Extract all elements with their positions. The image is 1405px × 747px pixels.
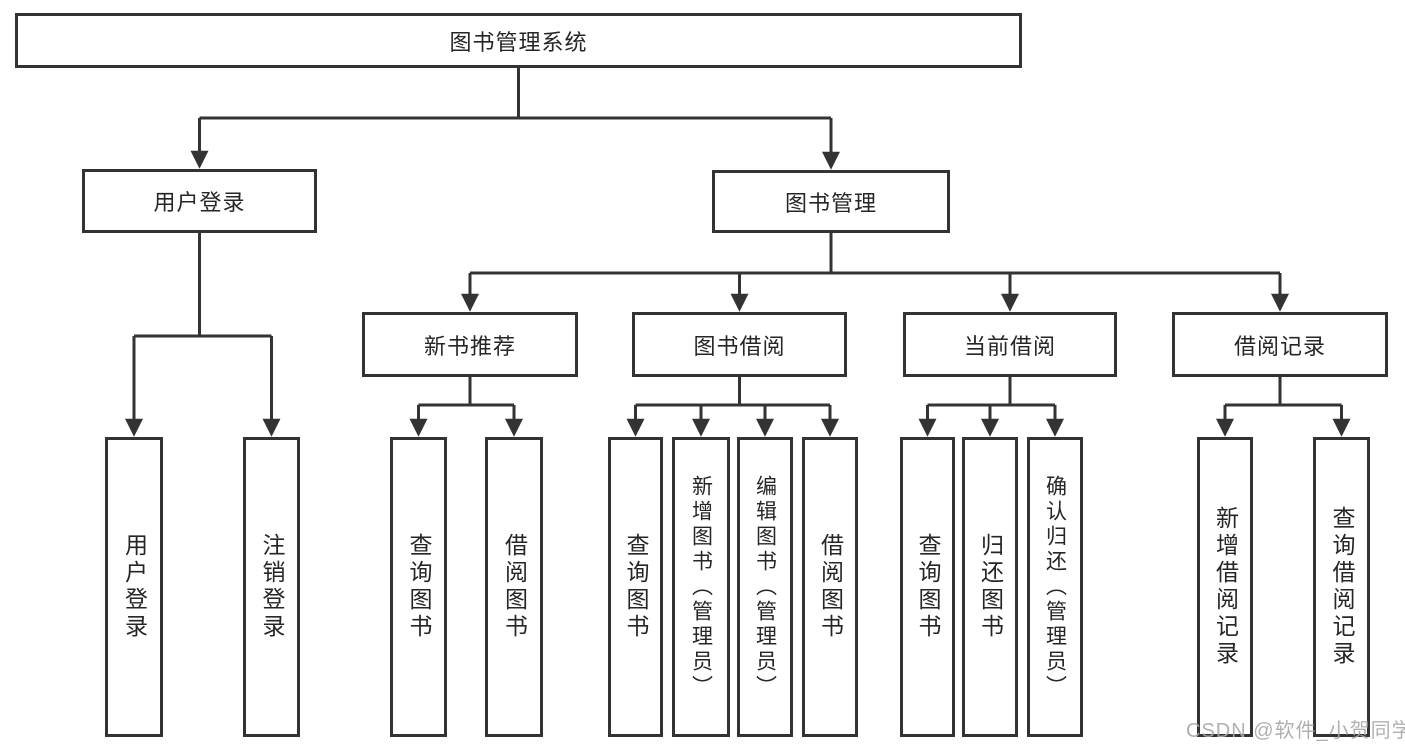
leaf-query-borrow-record: 查询借阅记录 bbox=[1313, 437, 1370, 737]
leaf-query-books: 查询图书 bbox=[390, 437, 447, 737]
leaf-borrow-books: 借阅图书 bbox=[802, 437, 858, 737]
leaf-logout: 注销登录 bbox=[243, 437, 300, 737]
leaf-borrow-books: 借阅图书 bbox=[485, 437, 543, 737]
leaf-confirm-return-admin: 确认归还（管理员） bbox=[1027, 437, 1083, 737]
node-book-management: 图书管理 bbox=[712, 170, 950, 233]
leaf-return-book: 归还图书 bbox=[962, 437, 1018, 737]
leaf-user-login: 用户登录 bbox=[105, 437, 163, 737]
leaf-query-books: 查询图书 bbox=[900, 437, 955, 737]
node-current-borrow: 当前借阅 bbox=[903, 312, 1117, 377]
leaf-edit-book-admin: 编辑图书（管理员） bbox=[737, 437, 793, 737]
leaf-add-book-admin: 新增图书（管理员） bbox=[672, 437, 730, 737]
leaf-query-books: 查询图书 bbox=[608, 437, 663, 737]
node-new-book-recommend: 新书推荐 bbox=[362, 312, 578, 377]
node-library-management-system: 图书管理系统 bbox=[15, 13, 1022, 68]
leaf-add-borrow-record: 新增借阅记录 bbox=[1197, 437, 1253, 737]
csdn-watermark: CSDN @软件_小贺同学 bbox=[1186, 720, 1405, 742]
node-book-borrow: 图书借阅 bbox=[632, 312, 847, 377]
node-borrow-records: 借阅记录 bbox=[1172, 312, 1388, 377]
node-user-login: 用户登录 bbox=[82, 169, 317, 233]
